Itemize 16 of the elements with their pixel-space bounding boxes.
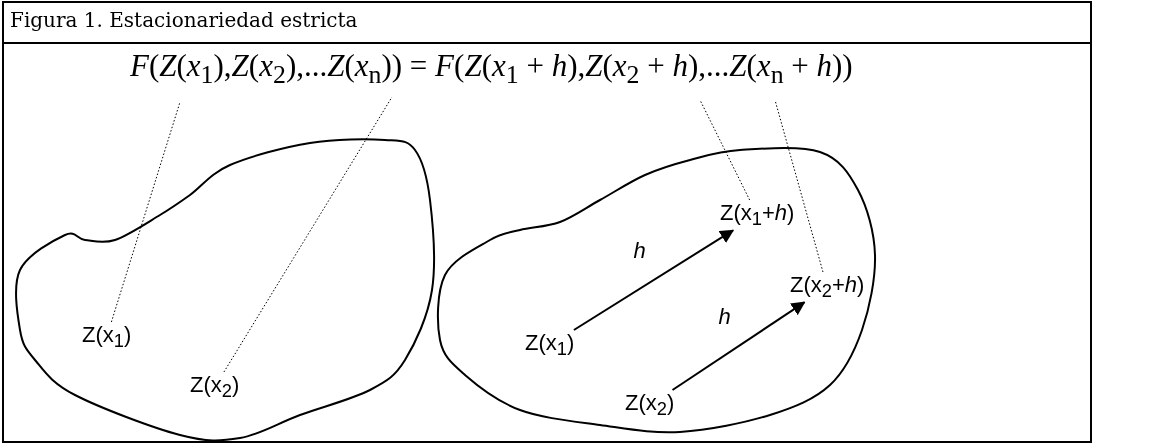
figure-title: Figura 1. Estacionariedad estricta xyxy=(10,8,358,32)
equation: F(Z(x$_{1}$),Z(x$_{2}$),...Z(x$_{n}$)) = F(Z(x$_{1}$ + h),Z(x$_{2}$ + h),...Z(x$_{n}$ + h)) xyxy=(130,48,853,91)
point-label: Z(x$_{1}$+h) xyxy=(720,200,795,231)
point-label: Z(x$_{1}$) xyxy=(525,330,575,361)
arrow xyxy=(572,229,735,331)
leader-line xyxy=(110,101,181,323)
point-label: Z(x$_{2}$) xyxy=(625,390,675,421)
arrow xyxy=(671,301,806,391)
point-label: Z(x$_{1}$) xyxy=(82,322,132,353)
edge-label: h xyxy=(633,238,646,265)
leader-line xyxy=(774,99,824,273)
point-label: Z(x$_{2}$) xyxy=(190,372,240,403)
point-label: Z(x$_{2}$+h) xyxy=(790,272,865,303)
edge-label: h xyxy=(718,304,731,331)
leader-line xyxy=(699,99,751,201)
leader-line xyxy=(223,96,393,373)
